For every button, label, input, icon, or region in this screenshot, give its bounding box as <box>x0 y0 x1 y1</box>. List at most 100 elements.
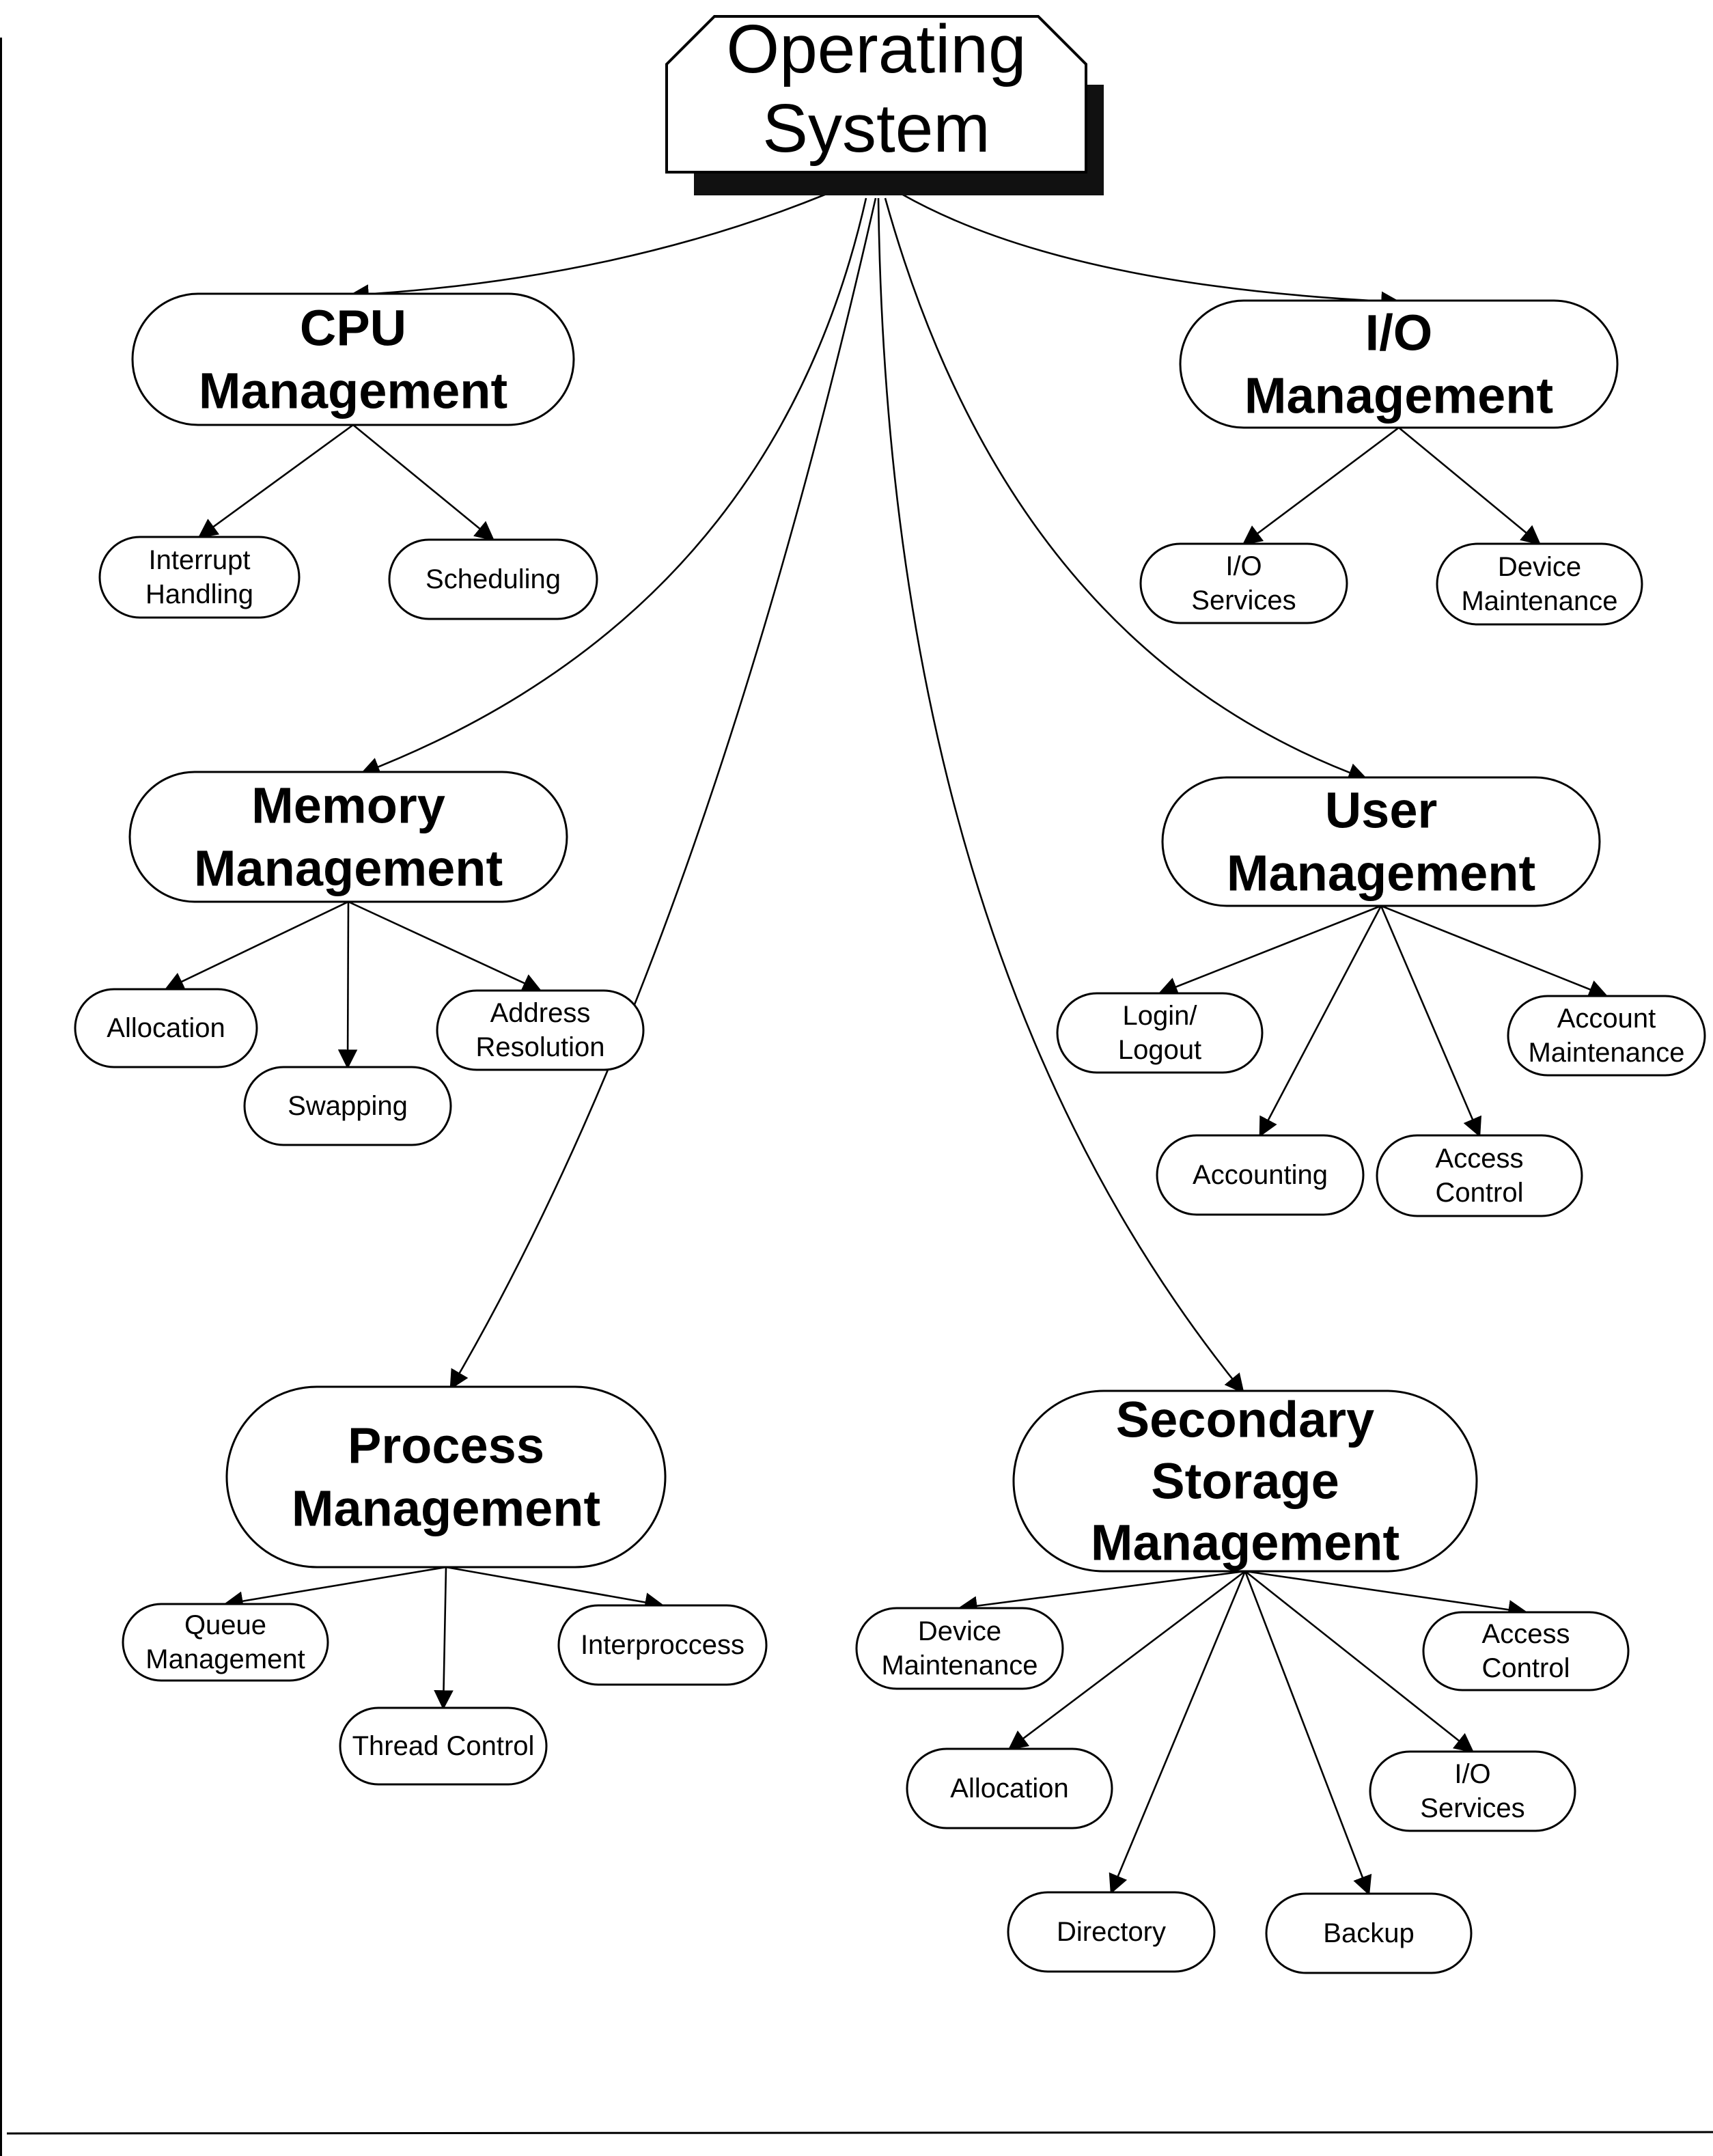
node-sec-backup: Backup <box>1265 1892 1473 1974</box>
node-label-line: Accounting <box>1193 1160 1328 1190</box>
node-io-device-shape <box>1436 542 1643 626</box>
node-label-line: Resolution <box>475 1032 604 1062</box>
node-label-line: Maintenance <box>1528 1038 1684 1068</box>
edge-proc-to-proc-ipc <box>445 1566 665 1612</box>
node-sec-allocation: Allocation <box>906 1747 1113 1829</box>
node-proc-thread-shape <box>339 1706 548 1786</box>
node-label-line: Address <box>490 998 591 1028</box>
node-label-line: I/O <box>1365 305 1433 361</box>
node-label-line: Access <box>1482 1619 1570 1649</box>
node-proc-ipc: Interproccess <box>557 1604 768 1686</box>
edge-mem-to-mem-allocation <box>164 900 349 991</box>
node-proc-queue-shape <box>122 1603 329 1682</box>
node-label-line: Memory <box>251 777 445 834</box>
node-mem-allocation-shape <box>74 988 258 1068</box>
node-label-line: Maintenance <box>1461 586 1617 616</box>
root-shape <box>665 15 1087 174</box>
node-label-line: Operating <box>726 11 1026 87</box>
node-sec-directory-shape <box>1007 1891 1216 1973</box>
node-mem-shape <box>128 771 568 903</box>
node-cpu-shape <box>131 292 575 426</box>
node-label-line: Device <box>918 1616 1001 1646</box>
node-sec-shape <box>1012 1390 1478 1573</box>
node-label-line: Secondary <box>1116 1392 1374 1448</box>
node-proc-ipc-shape <box>557 1604 768 1686</box>
node-sec-io-shape <box>1369 1750 1576 1832</box>
node-proc-thread: Thread Control <box>339 1706 548 1786</box>
scan-edge <box>0 38 2 2156</box>
node-user-accounting-shape <box>1156 1134 1365 1216</box>
node-mem-allocation: Allocation <box>74 988 258 1068</box>
node-io-services-shape <box>1139 542 1348 624</box>
node-label-line: Swapping <box>288 1091 408 1121</box>
node-label-line: Management <box>199 363 507 419</box>
node-mem-address-shape <box>436 989 645 1071</box>
node-sec-device-shape <box>855 1607 1064 1690</box>
edge-root-to-mem <box>360 197 867 777</box>
edge-root-to-proc <box>449 197 877 1390</box>
node-label-line: Backup <box>1323 1918 1414 1948</box>
node-label-line: Interproccess <box>581 1630 744 1660</box>
node-label-line: Management <box>1244 368 1553 424</box>
edge-user-to-user-account <box>1380 904 1608 999</box>
edge-root-to-io <box>901 193 1401 312</box>
node-label-line: Management <box>194 840 503 897</box>
node-user-account-shape <box>1507 995 1706 1077</box>
node-label-line: Control <box>1482 1653 1570 1683</box>
node-mem-swapping-shape <box>243 1066 452 1146</box>
node-sec-allocation-shape <box>906 1747 1113 1829</box>
node-label-line: Scheduling <box>426 564 561 594</box>
node-label-line: Services <box>1191 585 1296 616</box>
node-label-line: Control <box>1436 1178 1524 1208</box>
edge-root-to-cpu <box>349 193 827 304</box>
node-io-shape <box>1179 299 1619 429</box>
node-sec-backup-shape <box>1265 1892 1473 1974</box>
node-io-management: I/O Management <box>1179 299 1619 429</box>
node-label-line: Queue <box>184 1610 266 1640</box>
node-proc-shape <box>225 1385 667 1568</box>
node-label-line: Allocation <box>107 1013 225 1043</box>
node-sec-directory: Directory <box>1007 1891 1216 1973</box>
edge-user-to-user-access <box>1380 905 1482 1137</box>
node-label-line: Process <box>348 1418 544 1474</box>
edge-sec-to-sec-backup <box>1244 1571 1372 1896</box>
node-label-line: Management <box>145 1644 305 1674</box>
edge-proc-to-proc-queue <box>223 1566 447 1611</box>
node-label-line: Maintenance <box>881 1650 1037 1681</box>
edge-user-to-user-accounting <box>1259 905 1382 1137</box>
node-label-line: CPU <box>300 300 406 357</box>
node-label-line: I/O <box>1225 551 1262 581</box>
node-label-line: Interrupt <box>149 545 251 575</box>
edge-mem-to-mem-address <box>348 900 542 993</box>
edge-user-to-user-login <box>1158 904 1382 996</box>
edge-root-to-user <box>884 197 1368 782</box>
node-label-line: Directory <box>1057 1917 1166 1947</box>
node-user-accounting: Accounting <box>1156 1134 1365 1216</box>
node-mem-swapping: Swapping <box>243 1066 452 1146</box>
node-label-line: Management <box>1091 1515 1399 1571</box>
edge-sec-to-sec-directory <box>1109 1571 1247 1894</box>
node-cpu-scheduling: Scheduling <box>388 538 598 620</box>
edge-sec-to-sec-access <box>1244 1570 1528 1620</box>
node-user-shape <box>1161 776 1601 907</box>
edge-sec-to-sec-io <box>1244 1570 1475 1753</box>
node-cpu-management: CPU Management <box>131 292 575 426</box>
node-label-line: Management <box>292 1480 600 1537</box>
edge-proc-to-proc-thread <box>434 1566 454 1710</box>
page-bottom-rule <box>6 2131 1713 2135</box>
edge-sec-to-sec-device <box>958 1570 1246 1616</box>
node-label-line: Account <box>1557 1004 1656 1034</box>
